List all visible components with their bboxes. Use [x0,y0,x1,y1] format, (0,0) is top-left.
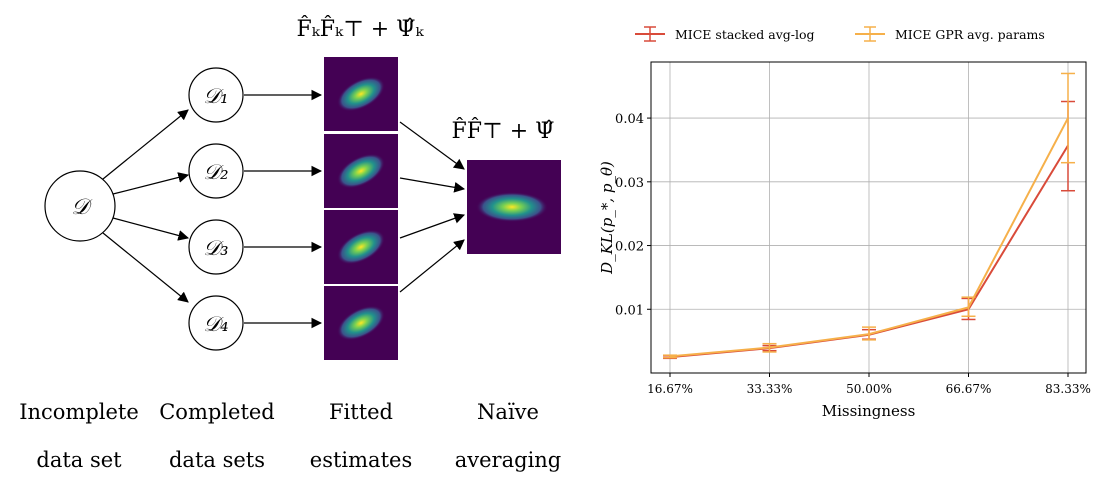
arrow-source-d3 [112,217,190,241]
plot-frame [650,61,1087,374]
completed-node-2-label: 𝒟₂ [203,160,228,184]
y-tick-label: 0.03 [615,176,644,191]
caption-fitted-line2: estimates [309,448,413,472]
y-tick-label: 0.01 [615,303,644,318]
kl-divergence-chart: 16.67% 33.33% 50.00% 66.67% 83.33% 0.01 0.02 0.… [598,26,1091,420]
arrow-fit2-avg [399,177,466,193]
source-node [44,170,116,242]
pipeline-diagram: F̂ₖF̂ₖ⊤ + Ψ̂ₖ F̂F̂⊤ + Ψ̂ 𝒟 𝒟₁ 𝒟₂ 𝒟₃ 𝒟₄ [44,16,561,360]
x-tick-label: 50.00% [846,382,892,396]
averaged-formula: F̂F̂⊤ + Ψ̂ [452,118,555,144]
completed-node-4-label: 𝒟₄ [203,312,228,336]
arrow-fit4-avg [399,239,465,293]
legend-label: MICE GPR avg. params [895,27,1045,42]
caption-incomplete: Incomplete data set [0,376,158,496]
x-tick-label: 33.33% [747,382,793,396]
caption-incomplete-line2: data set [36,448,122,472]
x-tick-label: 16.67% [647,382,693,396]
fitted-heatmap-4 [324,286,398,360]
completed-node-1-label: 𝒟₁ [203,84,228,108]
completed-node-3: 𝒟₃ [188,219,244,275]
caption-incomplete-line1: Incomplete [19,400,139,424]
caption-fitted: Fitted estimates [295,376,427,496]
arrow-source-d4 [102,232,189,303]
arrow-fit1-avg [399,121,465,170]
caption-averaging-line2: averaging [454,448,562,472]
fitted-heatmap-3 [324,210,398,284]
fitted-heatmap-2 [324,134,398,208]
completed-node-3-label: 𝒟₃ [203,236,228,260]
completed-node-4: 𝒟₄ [188,295,244,351]
arrow-fit3-avg [399,213,466,239]
averaged-heatmap [467,160,561,254]
arrow-source-d1 [102,109,189,180]
figure-canvas: F̂ₖF̂ₖ⊤ + Ψ̂ₖ F̂F̂⊤ + Ψ̂ 𝒟 𝒟₁ 𝒟₂ 𝒟₃ 𝒟₄ [44,16,1091,420]
caption-completed-line2: data sets [168,448,266,472]
x-tick-label: 83.33% [1045,382,1091,396]
legend-label: MICE stacked avg-log [675,27,815,42]
source-node-label: 𝒟 [71,195,93,220]
y-tick-label: 0.02 [615,240,644,255]
caption-averaging: Naïve averaging [442,376,574,496]
caption-completed-line1: Completed [159,400,275,424]
y-tick-label: 0.04 [615,112,644,127]
fitted-heatmap-1 [324,57,398,131]
caption-averaging-line1: Naïve [477,400,539,424]
fitted-formula: F̂ₖF̂ₖ⊤ + Ψ̂ₖ [296,16,424,42]
y-axis-label: D_KL(p_*, p_θ) [598,161,616,275]
completed-node-1: 𝒟₁ [188,67,244,123]
caption-completed: Completed data sets [145,376,289,496]
x-tick-label: 66.67% [946,382,992,396]
arrow-source-d2 [112,172,190,195]
x-axis-label: Missingness [822,402,916,420]
completed-node-2: 𝒟₂ [188,143,244,199]
caption-fitted-line1: Fitted [328,400,394,424]
